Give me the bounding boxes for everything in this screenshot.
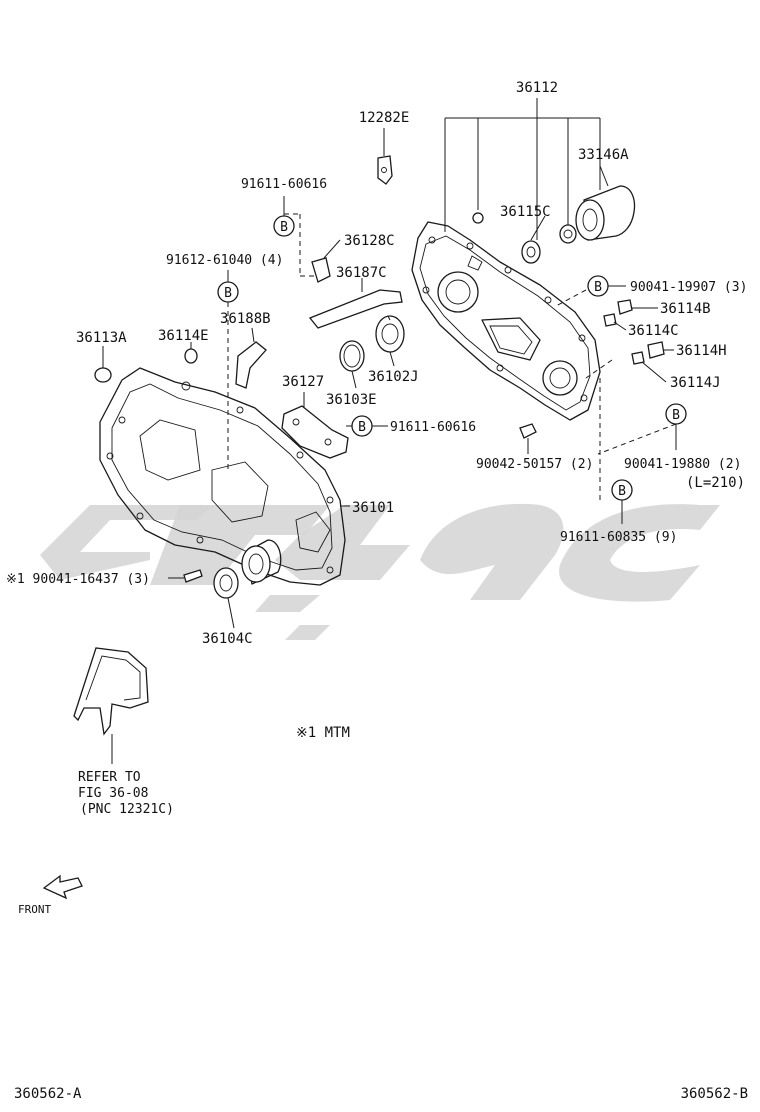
callout-b-3: B <box>587 275 626 297</box>
label-90042-50157: 90042-50157 (2) <box>476 457 593 472</box>
front-arrow-icon <box>42 874 83 900</box>
label-36188B: 36188B <box>220 311 271 327</box>
label-33146A: 33146A <box>578 147 629 163</box>
lever-36187C <box>308 278 403 329</box>
bracket-36188B <box>235 327 267 389</box>
label-36103E: 36103E <box>326 392 377 408</box>
label-36114E: 36114E <box>158 328 209 344</box>
refer-text-1: REFER TO <box>78 770 141 785</box>
label-36127: 36127 <box>282 374 324 390</box>
clip-12282E <box>377 128 393 185</box>
label-90041-19880: 90041-19880 (2) <box>624 457 741 472</box>
label-36187C: 36187C <box>336 265 387 281</box>
footer-right: 360562-B <box>681 1086 748 1102</box>
part-labels: 36112 12282E 33146A 91611-60616 36115C 3… <box>6 80 748 1102</box>
label-36112: 36112 <box>516 80 558 96</box>
snap-ring-36103E <box>339 340 365 372</box>
bolts-right <box>603 299 674 383</box>
label-36128C: 36128C <box>344 233 395 249</box>
label-91612-61040: 91612-61040 (4) <box>166 253 283 268</box>
footer-left: 360562-A <box>14 1086 82 1102</box>
label-36101: 36101 <box>352 500 394 516</box>
bushing-small <box>472 212 577 244</box>
svg-text:B: B <box>594 280 602 295</box>
label-12282E: 12282E <box>359 110 410 126</box>
leader-lines <box>168 165 609 579</box>
callout-b-5: B <box>665 403 687 450</box>
label-36114H: 36114H <box>676 343 727 359</box>
pin-90041-16437 <box>183 569 203 583</box>
label-36113A: 36113A <box>76 330 127 346</box>
svg-text:B: B <box>672 408 680 423</box>
label-91611-60835: 91611-60835 (9) <box>560 530 677 545</box>
svg-text:B: B <box>618 484 626 499</box>
refer-text-3: (PNC 12321C) <box>80 802 174 817</box>
seal-36104C <box>213 567 239 629</box>
watermark-logo <box>40 503 720 640</box>
leader-36112 <box>444 98 601 240</box>
dowel-90042-50157 <box>519 423 537 439</box>
bearing-36115C <box>521 240 541 264</box>
svg-text:B: B <box>358 420 366 435</box>
label-36114J: 36114J <box>670 375 721 391</box>
label-L210: (L=210) <box>686 475 745 491</box>
callout-b-6: B <box>611 479 633 524</box>
rear-case-cover <box>411 221 601 421</box>
callout-b-1: B <box>273 196 295 237</box>
label-36115C: 36115C <box>500 204 551 220</box>
label-90041-19907: 90041-19907 (3) <box>630 280 747 295</box>
callout-b-4: B <box>346 415 388 437</box>
bearing-33146A <box>575 185 636 241</box>
front-label: FRONT <box>18 903 51 916</box>
plug-36114E <box>184 348 198 364</box>
plate-36127 <box>281 392 349 459</box>
dashed-leaders <box>227 213 677 500</box>
refer-text-2: FIG 36-08 <box>78 786 148 801</box>
label-36102J: 36102J <box>368 369 419 385</box>
label-91611-60616-mid: 91611-60616 <box>390 420 476 435</box>
svg-text:B: B <box>224 286 232 301</box>
label-90041-16437: ※1 90041-16437 (3) <box>6 572 150 587</box>
note-mtm: ※1 MTM <box>296 725 350 741</box>
seal-36113A <box>94 346 112 383</box>
callout-b-2: B <box>217 270 239 303</box>
label-36114B: 36114B <box>660 301 711 317</box>
bearing-36102J <box>375 315 405 353</box>
label-91611-60616-top: 91611-60616 <box>241 177 327 192</box>
reference-bracket <box>73 647 149 764</box>
label-36114C: 36114C <box>628 323 679 339</box>
transfer-case-36101 <box>99 367 346 586</box>
svg-text:B: B <box>280 220 288 235</box>
label-36104C: 36104C <box>202 631 253 647</box>
bracket-36128C <box>311 239 341 283</box>
